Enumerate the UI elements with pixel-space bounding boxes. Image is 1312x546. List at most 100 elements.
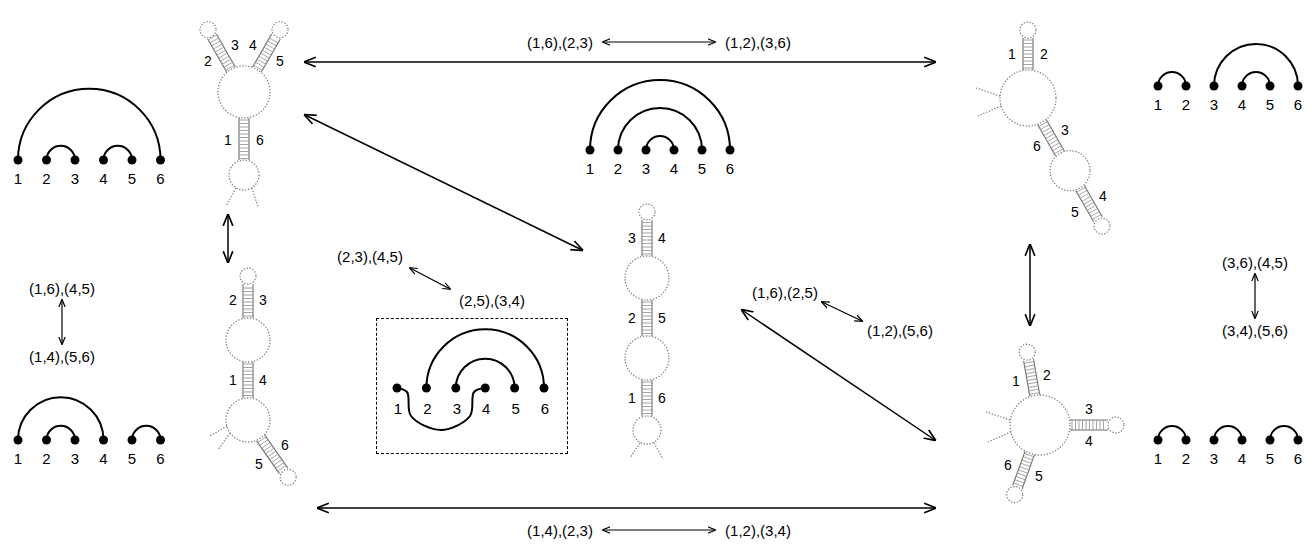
base-pair-rung: [1087, 205, 1096, 210]
swap-arrow: [822, 302, 862, 321]
stem-position: 3: [628, 231, 636, 245]
sequence-position: 3: [1210, 97, 1218, 112]
base-pair-rung: [239, 127, 249, 128]
base-pair-rung: [243, 374, 253, 375]
arc-diagram: [14, 397, 166, 444]
base-pair-rung: [243, 381, 253, 382]
base-pair-rung: [210, 38, 219, 43]
base-pair-rung: [239, 120, 249, 121]
base-pair-rung: [259, 56, 268, 61]
stem-position: 6: [256, 133, 264, 147]
base-pair-rung: [1053, 146, 1062, 151]
nucleotide-dot: [1266, 82, 1275, 91]
pair-swap-label: (1,6),(2,5): [752, 285, 818, 300]
base-pair-rung: [264, 47, 273, 52]
rna-loop: [229, 160, 259, 190]
base-pair-rung: [1049, 140, 1058, 145]
base-pair-rung: [243, 367, 253, 368]
rna-loop: [226, 318, 270, 362]
dangling-end: [630, 443, 640, 458]
base-pair-rung: [239, 158, 249, 159]
base-pair-rung: [208, 35, 217, 40]
base-pair-rung: [243, 388, 253, 389]
nucleotide-dot: [128, 156, 137, 165]
stem-strand: [1013, 451, 1025, 485]
nucleotide-dot: [642, 146, 651, 155]
base-pair-rung: [642, 413, 652, 414]
stem-position: 4: [1085, 434, 1093, 448]
rna-loop: [226, 398, 270, 442]
base-pair-rung: [1091, 212, 1100, 217]
base-pair-rung: [1023, 57, 1033, 58]
base-pair-rung: [239, 155, 249, 156]
nucleotide-dot: [670, 146, 679, 155]
base-pair-rung: [642, 385, 652, 386]
base-pair-rung: [243, 295, 253, 296]
base-pair-rung: [642, 229, 652, 230]
transition-arrow: [305, 115, 582, 250]
rna-loop: [1050, 151, 1090, 191]
base-pair-arc: [426, 329, 544, 388]
base-pair-rung: [243, 309, 253, 310]
base-pair-rung: [1023, 40, 1033, 41]
nucleotide-dot: [1294, 436, 1303, 445]
stem-position: 1: [628, 391, 636, 405]
nucleotide-dot: [99, 436, 108, 445]
base-pair-rung: [642, 309, 652, 310]
stem-position: 5: [1035, 469, 1043, 483]
nucleotide-dot: [586, 146, 595, 155]
base-pair-arc: [1270, 426, 1298, 440]
rna-loop: [272, 22, 288, 38]
base-pair-rung: [642, 302, 652, 303]
base-pair-rung: [642, 247, 652, 248]
base-pair-rung: [1082, 420, 1083, 430]
base-pair-rung: [217, 50, 226, 55]
base-pair-rung: [1084, 199, 1093, 204]
base-pair-arc: [18, 89, 161, 160]
rna-loop: [280, 469, 296, 485]
base-pair-rung: [262, 50, 271, 55]
base-pair-rung: [642, 333, 652, 334]
base-pair-rung: [1020, 467, 1029, 470]
sequence-position: 1: [14, 171, 22, 186]
base-pair-rung: [1023, 64, 1033, 65]
sequence-position: 6: [156, 451, 164, 466]
stem-position: 5: [255, 457, 263, 471]
base-pair-rung: [1096, 420, 1097, 430]
pair-swap-label: (3,6),(4,5): [1222, 255, 1288, 270]
sequence-position: 2: [42, 171, 50, 186]
nucleotide-dot: [510, 384, 519, 393]
dangling-end: [210, 426, 227, 436]
sequence-position: 2: [1182, 97, 1190, 112]
base-pair-rung: [1103, 420, 1104, 430]
base-pair-rung: [1023, 54, 1033, 55]
dangling-end: [978, 106, 1001, 116]
sequence-position: 5: [128, 451, 136, 466]
base-pair-rung: [642, 406, 652, 407]
structure-panel: 123456342516: [0, 10, 305, 215]
stem-position: 3: [1061, 123, 1069, 137]
base-pair-arc: [590, 80, 730, 150]
sequence-position: 3: [71, 171, 79, 186]
base-pair-rung: [243, 312, 253, 313]
arc-diagram: [14, 89, 166, 165]
stem-position: 4: [259, 373, 267, 387]
nucleotide-dot: [14, 156, 23, 165]
base-pair-rung: [243, 298, 253, 299]
rna-loop: [1020, 22, 1036, 38]
rna-loop: [625, 256, 669, 300]
base-pair-rung: [239, 130, 249, 131]
base-pair-rung: [243, 385, 253, 386]
swap-arrow: [603, 529, 715, 530]
base-pair-arc: [618, 108, 702, 150]
base-pair-rung: [642, 326, 652, 327]
structure-panel: 123456123465: [935, 325, 1312, 546]
base-pair-rung: [215, 47, 224, 52]
swap-arrow: [1254, 274, 1255, 318]
base-pair-rung: [243, 288, 253, 289]
base-pair-rung: [1089, 420, 1090, 430]
nucleotide-dot: [128, 436, 137, 445]
pair-swap-label: (1,2),(5,6): [867, 323, 933, 338]
stem-position: 1: [229, 373, 237, 387]
